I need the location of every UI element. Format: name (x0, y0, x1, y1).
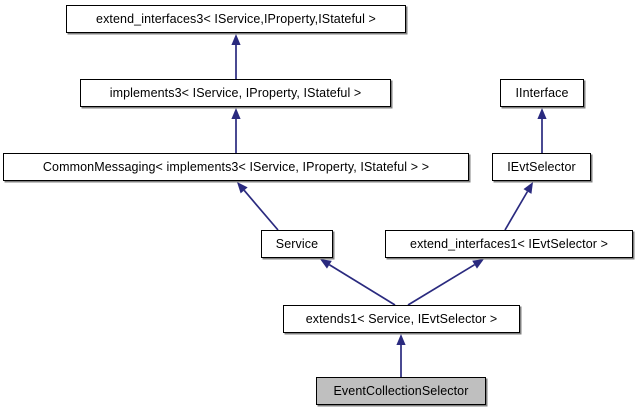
edge-arrowhead (231, 34, 241, 45)
inheritance-edge (237, 182, 279, 231)
class-node-label: IInterface (515, 85, 569, 100)
class-node-label: CommonMessaging< implements3< IService, … (42, 159, 430, 174)
edge-arrowhead (472, 259, 484, 269)
class-node-label: EventCollectionSelector (333, 383, 469, 398)
class-node-IEvtSelector[interactable]: IEvtSelector (492, 153, 591, 181)
class-node-EventCollectionSelector[interactable]: EventCollectionSelector (316, 377, 486, 405)
inheritance-edge (231, 108, 241, 153)
class-node-label: IEvtSelector (507, 159, 576, 174)
class-node-extend_interfaces1[interactable]: extend_interfaces1< IEvtSelector > (385, 230, 633, 258)
inheritance-edge (231, 34, 241, 79)
class-node-implements3[interactable]: implements3< IService, IProperty, IState… (80, 79, 391, 107)
inheritance-edge (320, 259, 396, 306)
edge-arrowhead (237, 182, 248, 194)
edge-line (328, 264, 396, 306)
class-node-extend_interfaces3[interactable]: extend_interfaces3< IService,IProperty,I… (66, 5, 406, 33)
class-node-Service[interactable]: Service (261, 230, 333, 258)
edge-arrowhead (320, 259, 332, 269)
class-node-extends1[interactable]: extends1< Service, IEvtSelector > (283, 305, 520, 333)
edge-arrowhead (537, 108, 547, 119)
class-node-label: implements3< IService, IProperty, IState… (109, 85, 362, 100)
class-node-CommonMessaging[interactable]: CommonMessaging< implements3< IService, … (3, 153, 469, 181)
class-node-label: extends1< Service, IEvtSelector > (305, 311, 498, 326)
inheritance-edge (537, 108, 547, 153)
inheritance-edge (504, 182, 533, 231)
inheritance-edge (407, 259, 484, 306)
class-node-label: Service (275, 236, 319, 251)
edge-line (243, 189, 279, 231)
class-node-label: extend_interfaces3< IService,IProperty,I… (96, 11, 376, 26)
class-node-label: extend_interfaces1< IEvtSelector > (410, 236, 608, 251)
edge-arrowhead (231, 108, 241, 119)
inheritance-edge (396, 334, 406, 377)
edge-arrowhead (523, 182, 533, 194)
class-node-IInterface[interactable]: IInterface (500, 79, 584, 107)
edge-line (407, 263, 476, 306)
edge-line (504, 191, 529, 231)
edge-arrowhead (396, 334, 406, 345)
